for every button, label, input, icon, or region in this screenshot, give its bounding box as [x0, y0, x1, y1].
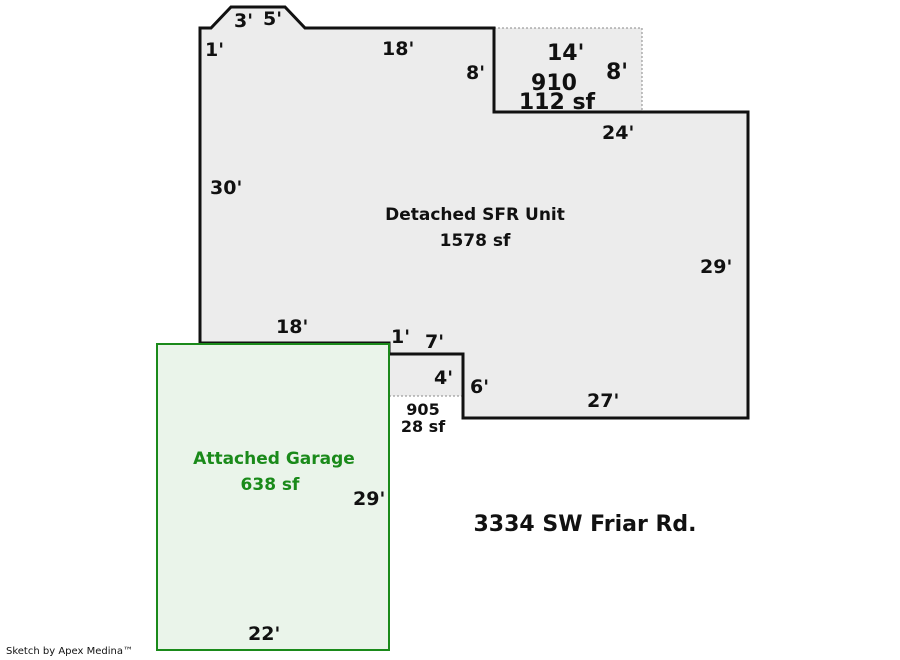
dim-chamfer-a: 3': [234, 10, 253, 32]
address-label: 3334 SW Friar Rd.: [473, 512, 696, 537]
dim-step-b: 7': [425, 331, 444, 353]
porch-910-depth: 8': [606, 60, 628, 85]
dim-notch-side: 8': [466, 62, 485, 84]
dim-step-a: 1': [391, 326, 410, 348]
garage-name: Attached Garage: [193, 449, 355, 469]
dim-chamfer-left: 1': [205, 39, 224, 61]
porch-905-area: 28 sf: [401, 417, 446, 436]
dim-top: 18': [382, 38, 414, 60]
dim-step-c: 4': [434, 367, 453, 389]
garage-outline: [156, 343, 390, 651]
porch-905-area: [388, 353, 464, 397]
garage-dim-side: 29': [353, 488, 385, 510]
sketch-credit: Sketch by Apex Medina™: [6, 646, 133, 657]
main-unit-area: 1578 sf: [440, 231, 511, 251]
dim-bottom: 27': [587, 390, 619, 412]
dim-step-d: 6': [470, 376, 489, 398]
porch-905-code: 905: [406, 400, 439, 419]
dim-chamfer-b: 5': [263, 8, 282, 30]
porch-910-width: 14': [547, 41, 584, 66]
dim-bottom-left: 18': [276, 316, 308, 338]
garage-area: 638 sf: [241, 475, 301, 495]
dim-left: 30': [210, 177, 242, 199]
main-unit-name: Detached SFR Unit: [385, 205, 565, 225]
porch-910-area: [493, 27, 643, 113]
dim-right-top: 24': [602, 122, 634, 144]
porch-910-code: 910: [531, 71, 577, 96]
garage-dim-bottom: 22': [248, 623, 280, 645]
porch-910-area: 112 sf: [519, 90, 596, 115]
dim-right: 29': [700, 256, 732, 278]
